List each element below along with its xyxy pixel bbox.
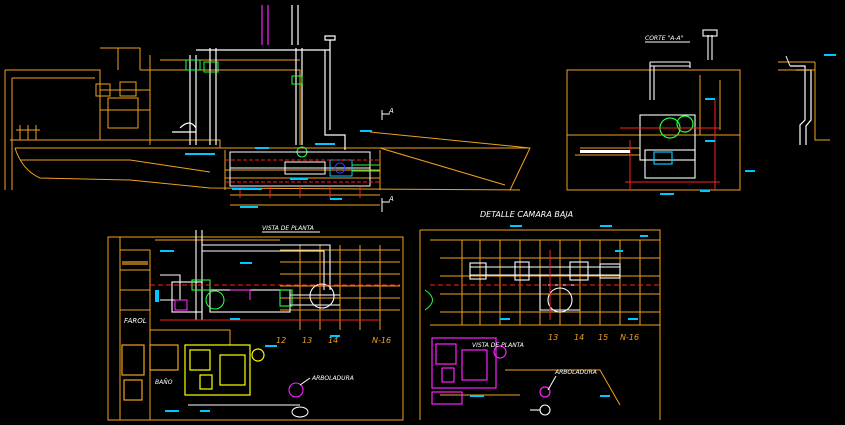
detalle-title: DETALLE CAMARA BAJA [480,210,573,219]
frame-number-label: N-16 [372,336,391,345]
plan-view-left: VISTA DE PLANTA [107,225,404,421]
vista-planta-title-1: VISTA DE PLANTA [262,225,314,232]
arboladura-label-2: ARBOLADURA [554,369,597,376]
cabin-furniture [184,344,265,396]
machinery-green [185,59,308,158]
cabin-furniture-detail [431,337,551,405]
frame-number-label: N-16 [620,333,639,342]
dimension-tags-elevation [185,130,372,208]
frame-numbers-right: 13 14 15 N-16 [548,333,639,342]
lower-chamber-detail: DETALLE CAMARA BAJA [419,210,661,420]
section-mark-top: A [381,107,394,120]
section-aa-view: CORTE "A-A" [566,29,755,195]
bano-label: BAÑO [155,379,173,386]
engine-shaft [225,151,380,198]
frame-number-label: 14 [328,336,338,345]
vista-planta-title-2: VISTA DE PLANTA [472,342,524,349]
pipe-detail-right [778,54,836,145]
frame-number-label: 14 [574,333,584,342]
frame-number-label: 12 [276,336,286,345]
section-a-top-label: A [388,107,394,115]
farol-label: FAROL [124,317,147,325]
frame-number-label: 13 [548,333,558,342]
frame-number-label: 13 [302,336,312,345]
corte-aa-title: CORTE "A-A" [645,35,684,42]
arboladura-label-1: ARBOLADURA [311,375,354,382]
side-elevation-view [4,47,531,206]
frame-number-label: 15 [598,333,608,342]
section-a-bottom-label: A [388,195,394,203]
frame-numbers-left: 12 13 14 N-16 [276,336,391,345]
section-mark-bottom: A [381,195,394,212]
exhaust-pipes [172,5,346,150]
